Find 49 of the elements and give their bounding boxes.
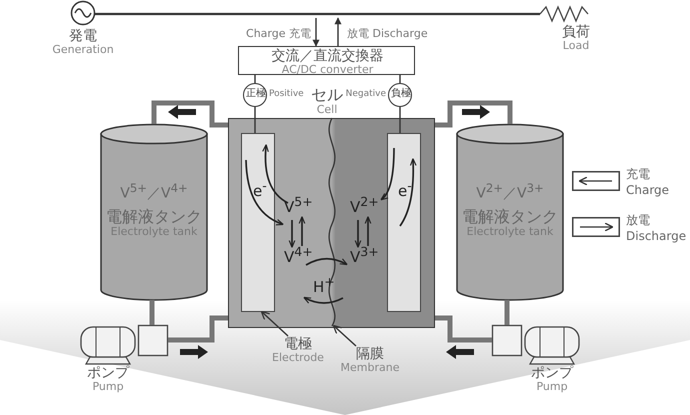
pipe <box>435 316 492 342</box>
arrow <box>312 18 320 47</box>
electrode-plate <box>387 133 421 312</box>
ion-label: V$^{2+}$ <box>350 196 379 215</box>
node-title: ポンプ <box>86 365 130 382</box>
terminal-circle <box>243 83 267 107</box>
wire <box>254 107 256 133</box>
wire <box>399 107 401 133</box>
node-title: 負荷 <box>561 24 591 40</box>
ion-label: e$^{-}$ <box>398 180 412 199</box>
ion-label: e$^{-}$ <box>253 180 267 199</box>
pipe <box>150 300 154 325</box>
ion-label: V$^{3+}$ <box>350 246 379 265</box>
node-text: Pump <box>91 381 125 394</box>
node-title: 交流／直流交換器 <box>270 48 384 64</box>
converter-box <box>238 46 415 75</box>
node-title: 発電 <box>68 28 98 44</box>
pipe <box>435 100 512 128</box>
ion-label: V$^{4+}$ <box>284 246 313 265</box>
pipe <box>504 300 510 325</box>
legend-text: 放電 Discharge <box>626 212 684 244</box>
terminal-label: Negative <box>344 89 386 99</box>
node-text: Generation <box>51 44 115 57</box>
node-text: Electrode <box>271 352 325 365</box>
edge-label: Charge 充電 <box>245 26 312 41</box>
node-text: AC/DC converter <box>280 64 374 77</box>
wire <box>95 12 540 16</box>
legend-text: 充電 Charge <box>626 166 670 198</box>
terminal-label: Positive <box>269 89 305 99</box>
terminal-circle <box>388 83 412 107</box>
node-text: Membrane <box>340 362 400 375</box>
electrode-plate <box>241 133 275 312</box>
arrow <box>334 17 342 46</box>
wire <box>254 75 256 83</box>
leader-line <box>332 324 356 347</box>
wire <box>399 75 401 83</box>
pipe <box>152 100 228 128</box>
pipe <box>168 316 228 342</box>
node-text: Load <box>562 40 590 53</box>
node-text: Pump <box>535 381 569 394</box>
node-title: セル <box>310 86 344 104</box>
node-title: 電極 <box>283 336 313 352</box>
node-text: Cell <box>316 104 338 118</box>
edge-label: 放電 Discharge <box>346 26 429 41</box>
node-text: 正極 <box>245 88 267 100</box>
node-text: 負極 <box>390 88 412 100</box>
node-title: ポンプ <box>530 365 574 382</box>
node-title: 隔膜 <box>355 346 385 362</box>
ion-label: V$^{5+}$ <box>284 196 313 215</box>
